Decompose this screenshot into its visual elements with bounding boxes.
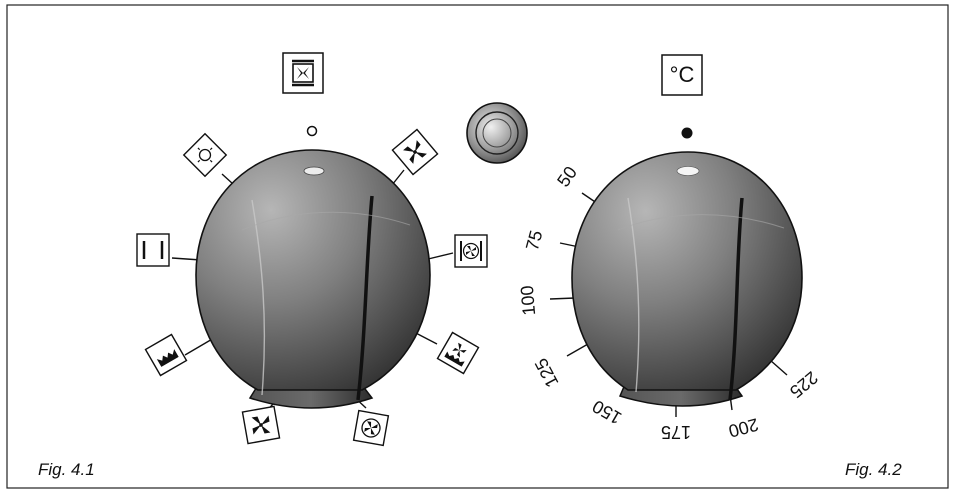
fan-icon bbox=[241, 405, 281, 445]
celsius-header: °C bbox=[661, 54, 703, 96]
temperature-label: 75 bbox=[522, 228, 547, 253]
oven-light-icon bbox=[182, 132, 228, 178]
figure-caption-left: Fig. 4.1 bbox=[38, 460, 95, 479]
figure-caption-right: Fig. 4.2 bbox=[845, 460, 902, 479]
fan-with-top-bottom-heat-icon bbox=[282, 52, 324, 94]
temperature-label: 100 bbox=[517, 285, 540, 317]
bottom-heat-icon bbox=[144, 333, 188, 377]
temperature-label: 200 bbox=[726, 414, 760, 441]
celsius-label: °C bbox=[670, 62, 695, 87]
temperature-label: 125 bbox=[531, 355, 563, 391]
function-selector bbox=[136, 52, 488, 447]
temperature-selector: °C 50 75 100 125 150 175 2 bbox=[517, 54, 822, 442]
function-knob[interactable] bbox=[195, 149, 431, 409]
top-bottom-heat-icon bbox=[136, 233, 170, 267]
position-indicator-hollow bbox=[306, 125, 318, 137]
fan-grill-icon bbox=[391, 128, 439, 176]
fan-top-bottom-heat-icon bbox=[454, 234, 488, 268]
position-indicator-filled bbox=[681, 127, 693, 139]
temperature-label: 225 bbox=[786, 367, 822, 402]
temperature-label: 150 bbox=[589, 396, 625, 428]
signal-lamp-icon bbox=[466, 102, 528, 164]
fan-ring-heater-icon bbox=[352, 409, 390, 447]
fan-bottom-heat-icon bbox=[436, 331, 480, 375]
temperature-label: 50 bbox=[553, 163, 581, 191]
temperature-knob[interactable] bbox=[571, 151, 803, 407]
temperature-label: 175 bbox=[661, 422, 691, 442]
diagram-frame bbox=[6, 4, 949, 489]
